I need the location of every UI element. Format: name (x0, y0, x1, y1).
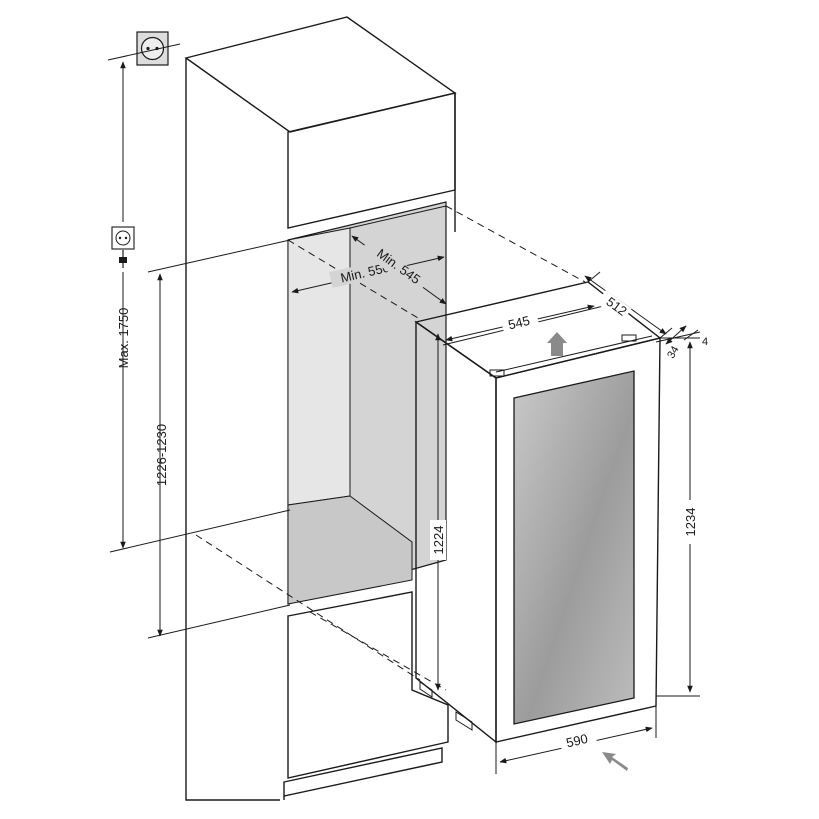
label-offset-4: 4 (702, 336, 708, 348)
top-rim (495, 335, 653, 373)
front-arrow-icon (602, 752, 628, 771)
label-top-width: 545 (507, 313, 532, 332)
up-arrow-icon (547, 332, 567, 356)
power-socket-icon (136, 31, 169, 66)
hinge-right (621, 334, 637, 342)
upper-door (287, 92, 456, 229)
label-offset-34: 34 (665, 344, 682, 361)
niche-floor (287, 495, 413, 605)
dim-front-width: 590 (495, 706, 657, 774)
cabinet-left-edge (185, 58, 280, 801)
appliance (414, 281, 662, 744)
guide-top-back (445, 205, 586, 283)
power-socket-small-icon (111, 226, 135, 250)
dim-front-height: 1234 (656, 337, 700, 697)
label-max-height: Max. 1750 (116, 308, 131, 369)
dim-side-height: 1224 (430, 333, 446, 691)
foot-rear (419, 681, 433, 698)
appliance-top (414, 281, 662, 379)
hinge-left (489, 369, 505, 377)
guide-bottom-rear (309, 611, 447, 691)
label-front-width: 590 (565, 731, 590, 750)
dim-top-width: 545 (445, 304, 595, 342)
lower-door (287, 591, 449, 779)
guide-bottom-front (195, 534, 421, 681)
cabinet-top (184, 16, 457, 133)
label-side-height: 1224 (431, 526, 446, 555)
label-niche-height: 1226-1230 (154, 424, 169, 486)
tall-cabinet (184, 16, 457, 801)
label-front-height: 1234 (683, 508, 698, 537)
dim-max-height: Max. 1750 (107, 43, 291, 553)
plinth (283, 747, 443, 797)
glass-door (513, 370, 635, 725)
dim-depth: 512 (584, 271, 673, 339)
dim-niche-height: 1226-1230 (147, 239, 291, 639)
dim-offsets: 34 4 (655, 325, 708, 361)
niche-back-top (349, 205, 447, 229)
plug-icon (119, 250, 127, 268)
foot-front (455, 711, 473, 731)
